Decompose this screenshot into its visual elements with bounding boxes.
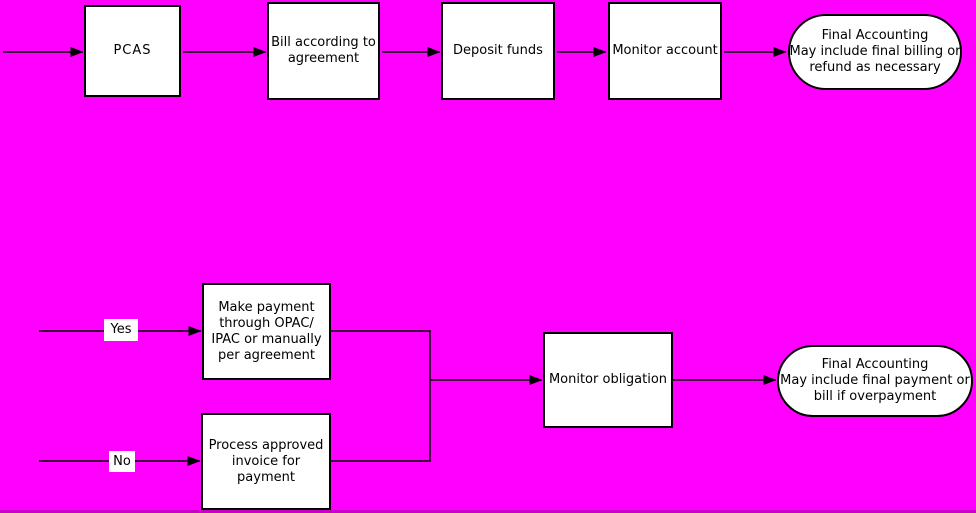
node-pcas: PCAS	[84, 5, 181, 97]
node-monitor-account: Monitor account	[608, 2, 722, 100]
node-monitor-obligation: Monitor obligation	[543, 332, 673, 428]
terminal-final-accounting-billing: Final Accounting May include final billi…	[788, 14, 962, 90]
branch-label-yes: Yes	[104, 319, 138, 341]
terminal-final-accounting-payment: Final Accounting May include final payme…	[777, 345, 973, 417]
node-deposit-funds: Deposit funds	[441, 2, 555, 100]
branch-label-no: No	[109, 451, 135, 472]
bottom-edge-strip	[0, 510, 976, 513]
node-make-payment-opac-ipac: Make payment through OPAC/ IPAC or manua…	[202, 283, 331, 380]
connector-merge-branches	[331, 330, 431, 462]
node-process-approved-invoice: Process approved invoice for payment	[201, 413, 331, 510]
node-bill-according-to-agreement: Bill according to agreement	[267, 2, 380, 100]
